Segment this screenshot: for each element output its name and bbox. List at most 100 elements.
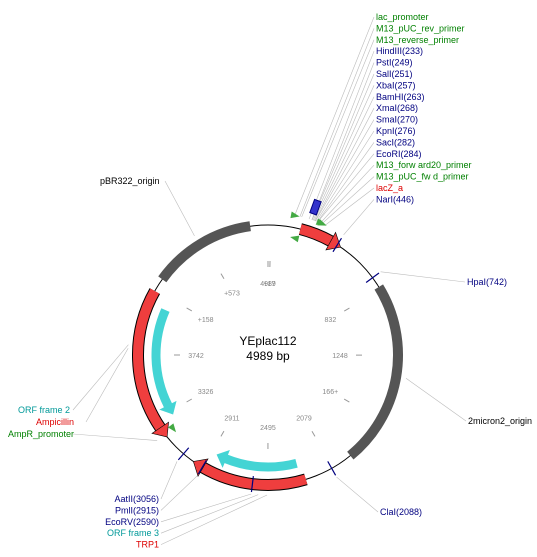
label-ampr-promoter: AmpR_promoter bbox=[8, 429, 74, 439]
primer-mark-ampr-promoter bbox=[168, 423, 177, 433]
label-orf-frame-2: ORF frame 2 bbox=[18, 405, 70, 415]
tick-label-3326: 3326 bbox=[198, 389, 214, 396]
site-mark-pmli bbox=[197, 459, 207, 475]
leader-smai-270 bbox=[315, 119, 375, 222]
feature-arrowhead-ampicillin bbox=[151, 421, 169, 438]
label-orf-frame-3: ORF frame 3 bbox=[107, 528, 159, 538]
label-xmai-268: XmaI(268) bbox=[376, 103, 418, 113]
tick-2079 bbox=[311, 430, 316, 437]
label-ampicillin: Ampicillin bbox=[36, 417, 74, 427]
label-ecori-284: EcoRI(284) bbox=[376, 149, 422, 159]
mcs-box bbox=[309, 198, 322, 216]
feature-arcs bbox=[132, 221, 403, 491]
tick-1664 bbox=[343, 398, 350, 403]
primer-mark-m13-puc-fw-d-primer bbox=[317, 219, 327, 226]
feature-arc-ampicillin bbox=[133, 288, 165, 431]
feature-labels: lac_promoterM13_pUC_rev_primerM13_revers… bbox=[8, 12, 532, 550]
tick-label-832: 832 bbox=[325, 317, 337, 324]
label-smai-270: SmaI(270) bbox=[376, 115, 418, 125]
label-hindiii-233: HindIII(233) bbox=[376, 46, 423, 56]
leader-xbai-257 bbox=[312, 85, 375, 221]
label-ecorv-2590: EcoRV(2590) bbox=[105, 517, 159, 527]
label-m13-reverse-primer: M13_reverse_primer bbox=[376, 35, 459, 45]
label-clai-2088: ClaI(2088) bbox=[380, 507, 422, 517]
tick-label-1248: 1248 bbox=[332, 353, 348, 360]
tick-4158 bbox=[186, 307, 193, 312]
plasmid-size: 4989 bp bbox=[246, 349, 290, 363]
tick-label-0: 4989 bbox=[260, 281, 276, 288]
label-trp1: TRP1 bbox=[136, 540, 159, 550]
tick-label-2495: 2495 bbox=[260, 425, 276, 432]
tick-label-3742: 3742 bbox=[188, 353, 204, 360]
feature-arc-trp1 bbox=[200, 463, 308, 490]
label-psti-249: PstI(249) bbox=[376, 58, 413, 68]
feature-arc-2micron2-origin bbox=[347, 284, 403, 460]
feature-arc-orf-frame-2 bbox=[151, 308, 173, 408]
leader-lacz-a bbox=[325, 187, 375, 226]
leader-hpai-742 bbox=[380, 271, 466, 283]
label-m13-puc-fw-d-primer: M13_pUC_fw d_primer bbox=[376, 172, 469, 182]
feature-arc-pbr322-origin bbox=[158, 221, 251, 283]
label-m13-puc-rev-primer: M13_pUC_rev_primer bbox=[376, 23, 465, 33]
label-sali-251: SalI(251) bbox=[376, 69, 413, 79]
leader-clai-2088 bbox=[336, 476, 379, 513]
site-mark-ecorv bbox=[250, 476, 254, 493]
label-m13-forw-ard20-primer: M13_forw ard20_primer bbox=[376, 160, 472, 170]
tick-label-1664: 166+ bbox=[322, 389, 338, 396]
feature-arrowhead-orf-frame-2 bbox=[159, 400, 177, 415]
leader-xmai-268 bbox=[314, 108, 375, 222]
plasmid-name: YEplac112 bbox=[239, 334, 296, 348]
leader-2micron2-origin bbox=[405, 378, 467, 422]
site-mark-aatii bbox=[177, 447, 190, 461]
leader-lac-promoter bbox=[294, 16, 375, 216]
site-mark-hpai bbox=[365, 272, 380, 283]
label-saci-282: SacI(282) bbox=[376, 137, 415, 147]
leader-bamhi-263 bbox=[313, 96, 375, 221]
leader-ecorv-2590 bbox=[160, 493, 252, 523]
label-pbr322-origin: pBR322_origin bbox=[100, 176, 160, 186]
leader-sali-251 bbox=[311, 73, 375, 221]
site-mark-clai bbox=[327, 461, 337, 476]
label-nari-446: NarI(446) bbox=[376, 194, 414, 204]
tick-marks: 4989+17 832 1248 166+ 2079 2495 2911 3326 3742 +1… bbox=[173, 261, 363, 450]
leader-m13-puc-rev-primer bbox=[299, 28, 375, 217]
primer-marks bbox=[168, 211, 327, 433]
tick-label-2911: 2911 bbox=[224, 415, 239, 422]
site-mark-nari bbox=[332, 237, 343, 253]
tick-832 bbox=[343, 307, 350, 312]
leader-hindiii-233 bbox=[308, 51, 375, 220]
label-leader-lines bbox=[72, 16, 467, 545]
leader-aatii-3056 bbox=[160, 461, 178, 500]
tick-label-2079: 2079 bbox=[296, 415, 312, 422]
leader-kpni-276 bbox=[316, 130, 375, 222]
label-pmli-2915: PmlI(2915) bbox=[115, 505, 159, 515]
leader-trp1 bbox=[160, 494, 268, 545]
label-lacz-a: lacZ_a bbox=[376, 183, 403, 193]
leader-saci-282 bbox=[317, 142, 375, 223]
label-kpni-276: KpnI(276) bbox=[376, 126, 416, 136]
feature-arc-lacz-a bbox=[299, 224, 334, 246]
label-aatii-3056: AatII(3056) bbox=[114, 494, 159, 504]
leader-m13-reverse-primer bbox=[301, 39, 375, 218]
leader-pmli-2915 bbox=[160, 475, 198, 511]
tick-3326 bbox=[186, 398, 193, 403]
leader-ampr-promoter bbox=[72, 433, 158, 441]
tick-label-17: +17 bbox=[264, 281, 276, 288]
tick-4573 bbox=[220, 273, 225, 280]
label-xbai-257: XbaI(257) bbox=[376, 80, 416, 90]
leader-orf-frame-2 bbox=[72, 344, 129, 411]
tick-2911 bbox=[220, 430, 225, 437]
tick-label-4158: +158 bbox=[198, 317, 214, 324]
tick-label-4573: +573 bbox=[224, 291, 240, 298]
leader-orf-frame-3 bbox=[160, 494, 259, 534]
label-bamhi-263: BamHI(263) bbox=[376, 92, 425, 102]
primer-mark-m13-puc-rev-primer bbox=[290, 235, 300, 243]
leader-m13-puc-fw-d-primer bbox=[321, 176, 375, 224]
leader-pbr322-origin bbox=[164, 180, 195, 236]
leader-ecori-284 bbox=[317, 153, 375, 223]
leader-ampicillin bbox=[85, 348, 129, 423]
label-lac-promoter: lac_promoter bbox=[376, 12, 429, 22]
feature-arc-orf-frame-3 bbox=[224, 454, 298, 472]
label-hpai-742: HpaI(742) bbox=[467, 277, 507, 287]
